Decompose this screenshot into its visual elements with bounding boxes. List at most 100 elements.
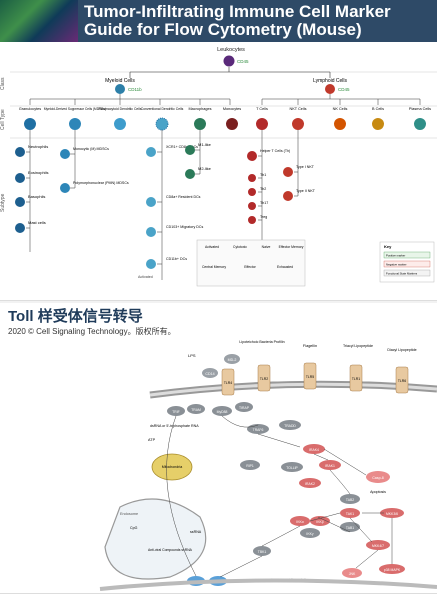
tlr4-receptor <box>221 368 235 396</box>
tradd-label: TRADD <box>284 424 296 428</box>
tram-node <box>187 404 205 414</box>
lymphoid-marker: CD45 <box>338 87 350 92</box>
ikka-label: IKKα <box>296 520 303 524</box>
rip1-node <box>240 460 260 470</box>
tab1-label: TAB1 <box>346 526 354 530</box>
traf6-label: TRAF6 <box>253 428 264 432</box>
subtype-resident: CD8a+ Resident DCs <box>166 195 201 199</box>
nkt-connector <box>294 130 299 197</box>
tbk1-node <box>253 546 271 556</box>
tollip-node <box>281 462 303 472</box>
label-cpg: CpG <box>130 526 138 530</box>
ikkb-label: IKKβ <box>316 520 323 524</box>
mkk47-node <box>366 540 390 550</box>
celltype-monocytes: Monocytes <box>223 107 241 111</box>
m1-cell <box>185 145 195 155</box>
p38-node <box>379 564 405 574</box>
tak1-label: TAK1 <box>346 512 354 516</box>
state-central-memory: Central Memory <box>202 265 226 269</box>
tlr4-label: TLR4 <box>224 381 232 385</box>
subtype-nkt1: Type I NKT <box>296 165 315 169</box>
mastcell-cell <box>15 223 25 233</box>
subtype-th1: Th1 <box>260 173 266 177</box>
mdsc-cell <box>69 118 81 130</box>
mkk47-label: MKK4/7 <box>372 544 384 548</box>
jnk-label: JNK <box>349 572 356 576</box>
casp8-label: Casp-8 <box>372 476 384 480</box>
key-title: Key <box>384 244 392 249</box>
subtype-nkt2: Type II NKT <box>296 189 316 193</box>
label-apoptosis: Apoptosis <box>370 490 386 494</box>
md2-label: MD-2 <box>228 358 237 362</box>
key-negative-label: Negative marker <box>386 263 407 267</box>
state-effector: Effector <box>244 265 256 269</box>
tcell-connector <box>258 130 263 274</box>
neutrophil-cell <box>15 147 25 157</box>
cd11b-dc-cell <box>146 259 156 269</box>
side-label-subtype: Subtype <box>0 193 6 212</box>
toll-pathway-card[interactable]: Toll 样受体信号转导 2020 © Cell Signaling Techn… <box>0 303 437 594</box>
subtype-cd11b: CD11b+ DCs <box>166 257 187 261</box>
myd88-label: MyD88 <box>217 410 228 414</box>
subtype-neutrophils: Neutrophils <box>28 144 48 149</box>
key-negative <box>383 260 431 268</box>
basophil-cell <box>15 197 25 207</box>
celltype-nkt: NKT Cells <box>289 107 306 111</box>
endosome <box>104 498 207 580</box>
guide-banner: Tumor-Infiltrating Immune Cell Marker Gu… <box>0 0 437 42</box>
nkt2-cell <box>283 191 293 201</box>
lymphoid-cell <box>325 84 335 94</box>
lymphoid-label: Lymphoid Cells <box>313 78 347 84</box>
eosinophil-cell <box>15 173 25 183</box>
myeloid-cell <box>115 84 125 94</box>
m-mdsc-cell <box>60 149 70 159</box>
casp8-node <box>366 471 390 483</box>
ligand-diacyl: Diacyl Lipopeptide <box>387 348 416 352</box>
celltype-nk: NK Cells <box>333 107 348 111</box>
label-mitochondria: Mitochondria <box>162 465 183 469</box>
tlr5-label: TLR5 <box>306 375 314 379</box>
th17-cell <box>248 202 256 210</box>
lymphoid-connector <box>261 94 421 105</box>
root-label: Leukocytes <box>217 47 245 53</box>
macrophage-cell <box>194 118 206 130</box>
dc-activated-label: Activated <box>138 275 153 279</box>
celltype-plasma: Plasma Cells <box>409 107 431 111</box>
tirap-node <box>235 402 253 412</box>
subtype-th17: Th17 <box>260 201 268 205</box>
marker-guide-card[interactable]: Tumor-Infiltrating Immune Cell Marker Gu… <box>0 0 437 301</box>
ligand-profilin: Lipoteichoic Bacteria Profilin <box>239 340 284 344</box>
toll-title: Toll 样受体信号转导 <box>8 308 143 325</box>
trif-label: TRIF <box>172 410 180 414</box>
cd14-node <box>202 368 218 378</box>
label-atp: ATP <box>148 438 156 442</box>
m2-cell <box>185 169 195 179</box>
gran-connector <box>26 130 31 252</box>
irak4-node <box>303 444 325 454</box>
mac-connector <box>195 130 201 175</box>
key-state-label: Functional State Markers <box>386 272 418 276</box>
celltype-pdc: Plasmacytoid Dendritic Cells <box>99 107 142 111</box>
treg-cell <box>248 216 256 224</box>
key-positive-label: Positive marker <box>386 254 405 258</box>
celltype-mdsc: Myeloid-Derived Suppressor Cells (MDSCs) <box>44 107 106 111</box>
myeloid-label: Myeloid Cells <box>105 78 135 84</box>
celltype-bcells: B Cells <box>372 107 384 111</box>
subtype-migratory: CD103+ Migratory DCs <box>166 225 203 229</box>
subtype-eosinophils: Eosinophils <box>28 170 48 175</box>
p38-label: p38 MAPK <box>384 568 401 572</box>
label-dsrna: dsRNA or 5'-triphosphate RNA <box>150 424 199 428</box>
nkt-cell <box>292 118 304 130</box>
subtype-treg: Treg <box>260 215 267 219</box>
ikkg-label: IKKγ <box>306 532 313 536</box>
nk-cell <box>334 118 346 130</box>
root-connector <box>129 67 331 78</box>
migratory-dc-cell <box>146 227 156 237</box>
tlr1-receptor <box>349 364 363 392</box>
mitochondria <box>151 453 193 481</box>
resident-dc-cell <box>146 197 156 207</box>
jnk-node <box>342 568 362 578</box>
subtype-th2: Th2 <box>260 187 266 191</box>
subtype-basophils: Basophils <box>28 194 45 199</box>
